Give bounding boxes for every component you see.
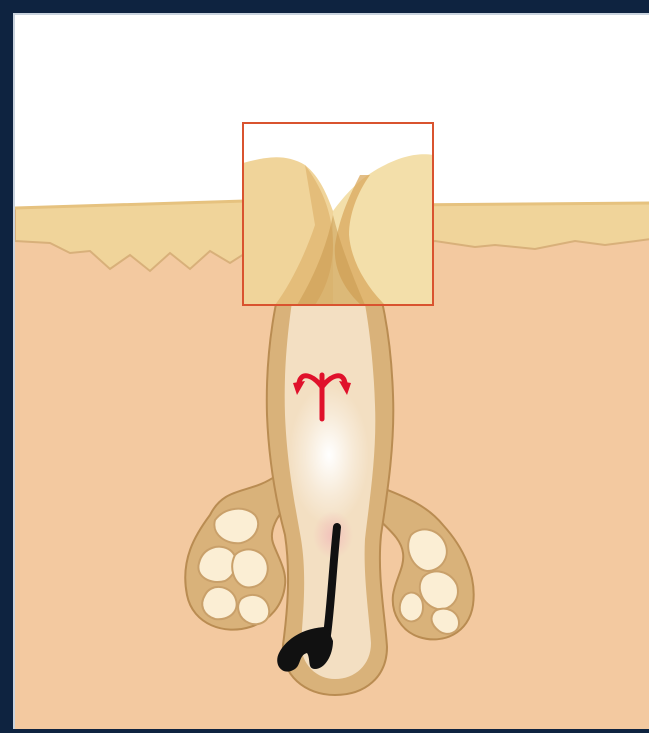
skin-pore-diagram — [15, 15, 649, 729]
diagram-panel — [13, 13, 649, 729]
duct-glow — [289, 385, 369, 525]
zoom-inset-box — [243, 123, 433, 305]
